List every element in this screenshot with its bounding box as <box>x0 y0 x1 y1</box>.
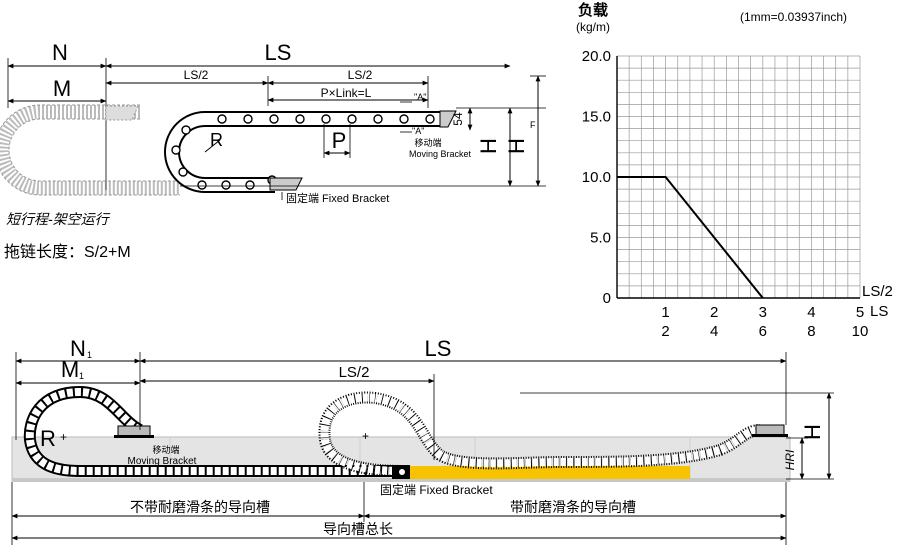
x-tick-label-secondary: 8 <box>807 323 815 340</box>
center-mark-right: + <box>362 429 369 443</box>
label-ls-half-right: LS/2 <box>348 68 373 82</box>
label-r: R <box>210 130 223 150</box>
label-section-top: "A" <box>414 92 426 102</box>
chart-conversion: (1mm=0.03937inch) <box>740 10 847 24</box>
top-fixed-bracket <box>269 177 303 191</box>
chart-y-ticks: 0 5.0 10.0 15.0 20.0 <box>582 48 611 307</box>
y-tick-label: 20.0 <box>582 48 611 65</box>
bottom-moving-bracket-right-base <box>752 434 788 437</box>
label-hf: H <box>504 138 529 154</box>
label-ls-bottom: LS <box>425 336 452 361</box>
label-ls: LS <box>265 40 292 65</box>
chart-x-ticks: 1 2 2 4 3 6 4 8 5 10 <box>661 304 868 340</box>
x-tick-label: 5 <box>856 304 864 321</box>
label-total: 导向槽总长 <box>323 521 393 537</box>
label-moving-en: Moving Bracket <box>409 149 472 159</box>
label-n1-sub: 1 <box>87 350 92 360</box>
label-left-groove: 不带耐磨滑条的导向槽 <box>130 499 270 515</box>
label-hri: HRI <box>783 449 797 470</box>
wear-strip <box>408 466 690 479</box>
label-moving-cn-bottom: 移动端 <box>152 444 179 455</box>
radius-line <box>204 139 221 153</box>
label-n1: N <box>70 336 86 361</box>
x-tick-label-secondary: 4 <box>710 323 718 340</box>
label-ls-half-left: LS/2 <box>184 68 209 82</box>
label-ls-half-bottom: LS/2 <box>339 364 370 381</box>
caption-mode: 短行程-架空运行 <box>6 211 111 227</box>
bottom-fixed-pin <box>399 469 405 475</box>
label-h-bottom: H <box>800 424 825 440</box>
label-n: N <box>52 40 68 65</box>
chart-x-label-2: LS <box>870 303 888 320</box>
x-tick-label-secondary: 10 <box>852 323 869 340</box>
chart-unit: (kg/m) <box>576 20 610 34</box>
left-chain-ghost <box>0 105 180 195</box>
top-diagram: N LS M LS/2 LS/2 P×Link=L "A" "A" R <box>0 40 546 261</box>
label-54: 54 <box>451 112 465 126</box>
right-chain-inner <box>320 393 761 475</box>
caption-formula: 拖链长度：S/2+M <box>4 243 131 261</box>
label-m1: M <box>61 357 79 382</box>
label-fixed: 固定端 Fixed Bracket <box>286 191 389 205</box>
left-moving-bracket <box>105 105 139 121</box>
chart-title: 负载 <box>578 1 608 19</box>
top-moving-bracket <box>439 110 457 128</box>
main-chain <box>164 111 440 193</box>
label-m: M <box>53 76 71 101</box>
main-chain-inner <box>166 113 440 191</box>
x-tick-label: 1 <box>661 304 669 321</box>
label-section-bottom: "A" <box>412 126 424 136</box>
x-tick-label-secondary: 2 <box>661 323 669 340</box>
chart-x-label-1: LS/2 <box>862 283 893 300</box>
load-chart: 负载 (kg/m) (1mm=0.03937inch) 0 5.0 10.0 15.0… <box>576 1 893 340</box>
x-tick-label: 2 <box>710 304 718 321</box>
label-fixed-bottom: 固定端 Fixed Bracket <box>380 482 493 497</box>
label-p: P <box>332 128 347 153</box>
bottom-moving-bracket-left-base <box>114 435 154 438</box>
x-tick-label: 4 <box>807 304 815 321</box>
label-r-bottom: R <box>40 426 56 451</box>
label-m1-sub: 1 <box>79 371 84 381</box>
label-hf-sub: F <box>530 120 536 130</box>
y-tick-label: 5.0 <box>590 230 611 247</box>
label-right-groove: 带耐磨滑条的导向槽 <box>510 499 636 515</box>
label-pitch-formula: P×Link=L <box>321 86 372 100</box>
y-tick-label: 0 <box>603 290 611 307</box>
left-chain-outline <box>0 104 180 196</box>
trough-base <box>12 478 790 482</box>
center-mark-left: + <box>60 430 67 444</box>
x-tick-label: 3 <box>759 304 767 321</box>
left-chain-loop-inner <box>25 387 408 475</box>
bottom-moving-bracket-right <box>755 424 785 436</box>
label-h: H <box>476 138 501 154</box>
chart-series <box>617 176 764 299</box>
label-moving-cn: 移动端 <box>414 137 441 148</box>
y-tick-label: 15.0 <box>582 109 611 126</box>
bottom-moving-bracket-left <box>117 425 151 437</box>
y-tick-label: 10.0 <box>582 169 611 186</box>
label-moving-en-bottom: Moving Bracket <box>128 456 197 467</box>
x-tick-label-secondary: 6 <box>759 323 767 340</box>
load-line <box>617 176 764 299</box>
bottom-diagram: + + R N 1 M 1 LS LS/2 H HRI 移动端 Moving B… <box>11 336 834 545</box>
